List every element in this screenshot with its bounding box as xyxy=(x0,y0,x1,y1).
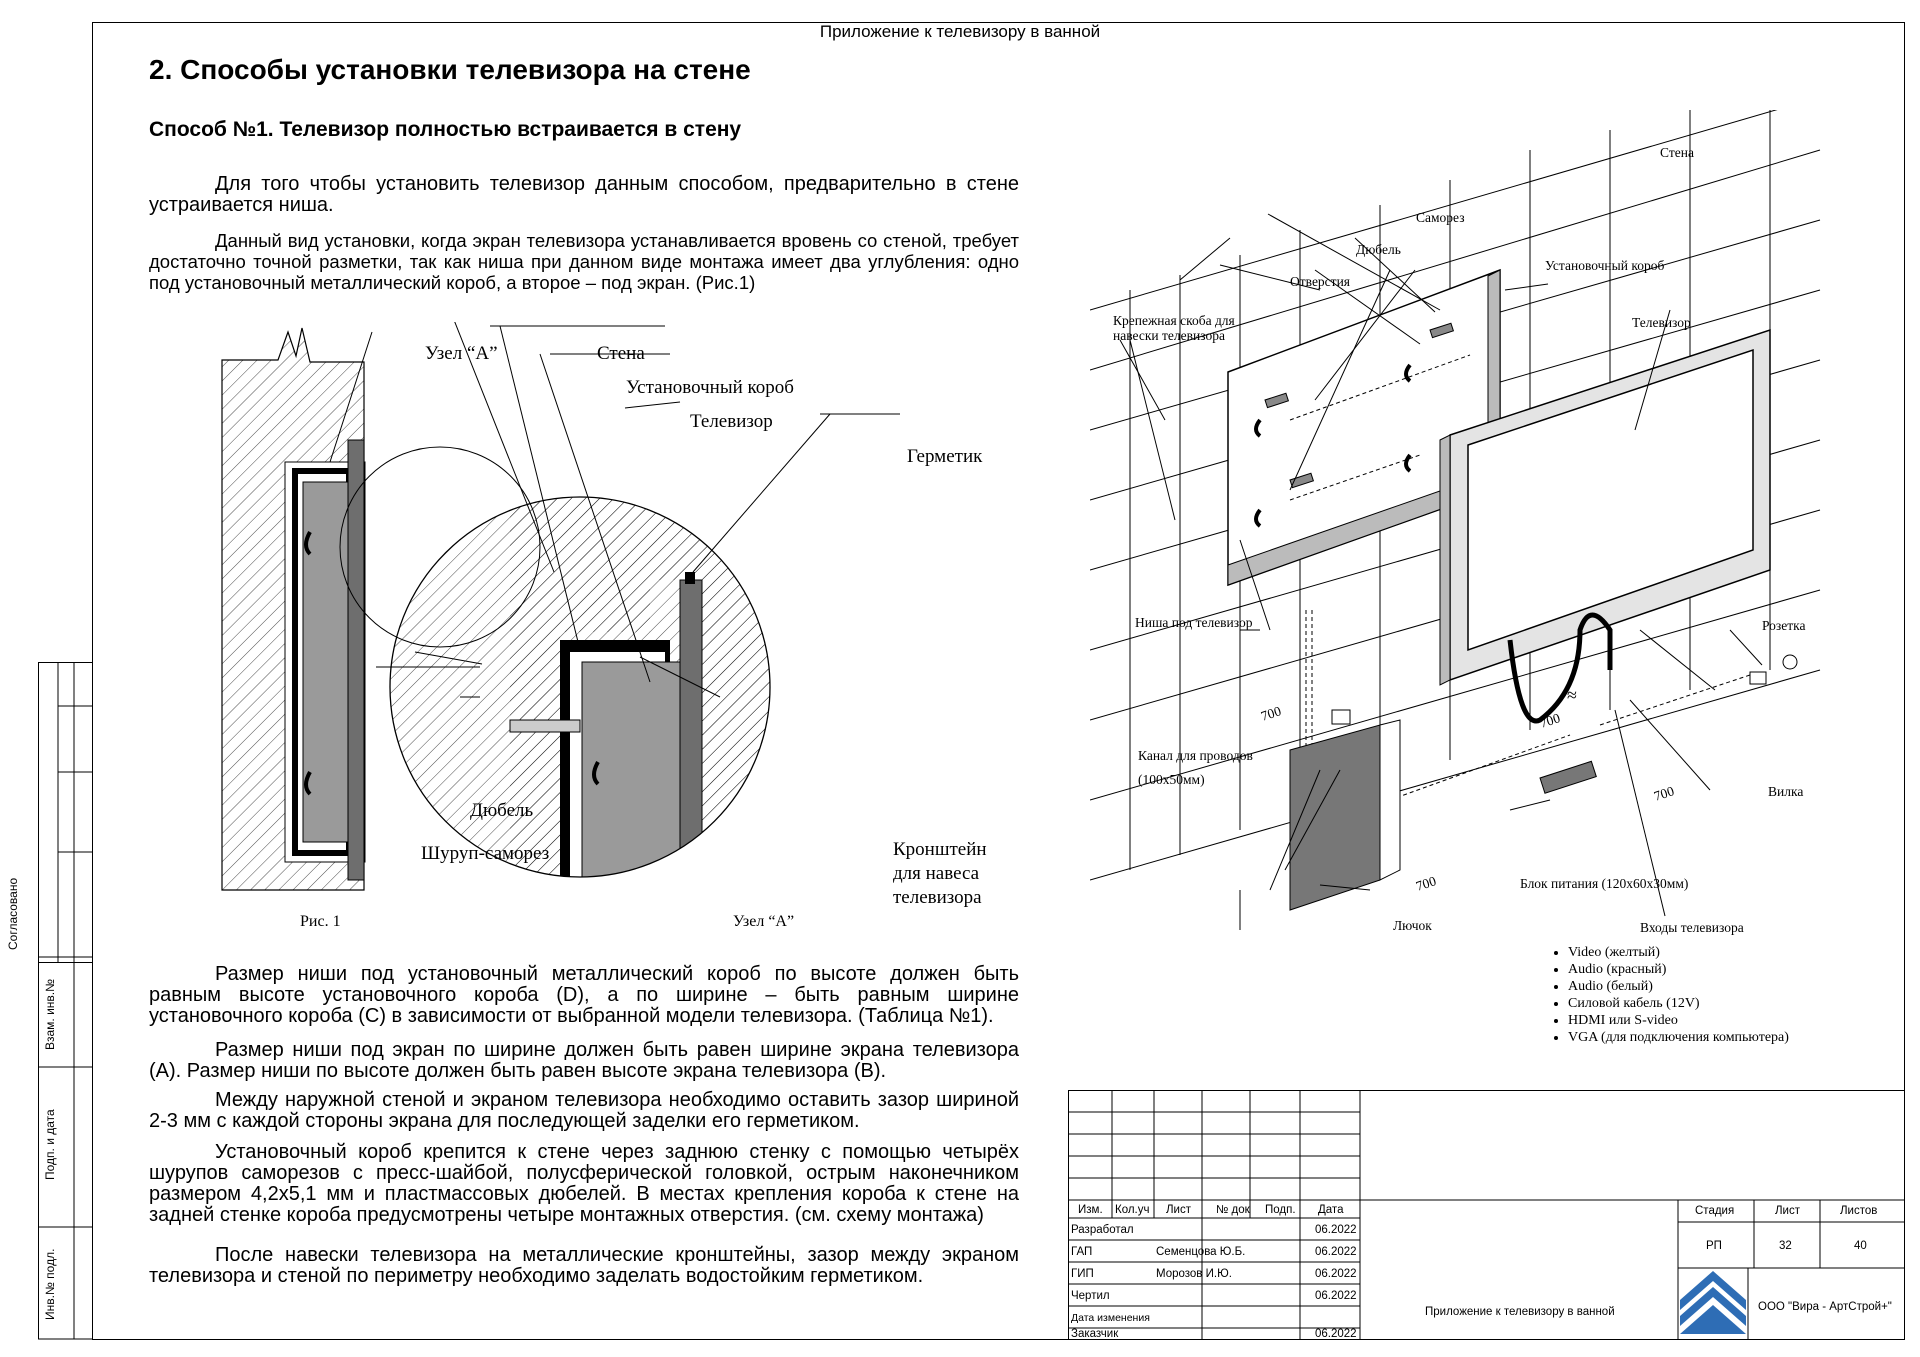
company-logo xyxy=(1678,1268,1748,1340)
inputs-list-item: Audio (красный) xyxy=(1568,961,1789,978)
paragraph-6: После навески телевизора на металлически… xyxy=(149,1244,1019,1287)
company-name: ООО "Вира - АртСтрой+" xyxy=(1758,1301,1892,1313)
label-socket: Розетка xyxy=(1762,618,1806,633)
inputs-list-item: VGA (для подключения компьютера) xyxy=(1568,1029,1789,1046)
label-install-box: Установочный короб xyxy=(1545,258,1665,273)
label-screw-2: Саморез xyxy=(1416,210,1465,225)
inputs-list-item: Audio (белый) xyxy=(1568,978,1789,995)
col-header: Лист xyxy=(1166,1204,1191,1216)
figure-1-section xyxy=(221,322,900,891)
label-hatch: Лючок xyxy=(1393,918,1432,933)
row-role: ГИП xyxy=(1071,1268,1094,1280)
paragraph-3: Размер ниши под экран по ширине должен б… xyxy=(149,1039,1019,1082)
col-header: Подп. xyxy=(1265,1204,1296,1216)
sheets-value: 40 xyxy=(1854,1240,1867,1252)
paragraph-1: Данный вид установки, когда экран телеви… xyxy=(149,230,1019,293)
title-block: Изм. Кол.уч Лист № док Подп. Дата Разраб… xyxy=(1068,1090,1905,1340)
method-title: Способ №1. Телевизор полностью встраивае… xyxy=(149,118,742,141)
section-heading: 2. Способы установки телевизора на стене xyxy=(149,54,751,85)
row-date: 06.2022 xyxy=(1315,1328,1357,1340)
row-role: Дата изменения xyxy=(1071,1312,1150,1324)
col-header: Дата xyxy=(1318,1204,1344,1216)
sheet-label: Лист xyxy=(1775,1205,1800,1217)
col-header: Кол.уч xyxy=(1115,1204,1150,1216)
label-psu: Блок питания (120х60х30мм) xyxy=(1520,876,1689,891)
label-node-a: Узел “А” xyxy=(425,343,498,364)
row-role: ГАП xyxy=(1071,1246,1093,1258)
col-header: № док xyxy=(1216,1204,1250,1216)
row-role: Чертил xyxy=(1071,1290,1110,1302)
caption-fig-1: Рис. 1 xyxy=(300,913,341,930)
row-date: 06.2022 xyxy=(1315,1246,1357,1258)
caption-node-a: Узел “А” xyxy=(733,913,795,930)
label-dowel-2: Дюбель xyxy=(1356,242,1401,257)
row-role: Разработал xyxy=(1071,1224,1134,1236)
doc-title: Приложение к телевизору в ванной xyxy=(1425,1306,1615,1318)
label-holes: Отверстия xyxy=(1290,274,1351,289)
stage-label: Стадия xyxy=(1695,1205,1735,1217)
inputs-list-item: Video (желтый) xyxy=(1568,944,1789,961)
sheet-value: 32 xyxy=(1779,1240,1792,1252)
row-name: Семенцова Ю.Б. xyxy=(1156,1246,1246,1258)
row-date: 06.2022 xyxy=(1315,1268,1357,1280)
figure-2-mounting-scheme xyxy=(1090,110,1821,930)
label-tv-2: Телевизор xyxy=(1632,315,1691,330)
stage-value: РП xyxy=(1706,1240,1722,1252)
stamp-sign-date: Подп. и дата xyxy=(43,1109,57,1180)
inputs-list: Video (желтый)Audio (красный)Audio (белы… xyxy=(1552,944,1789,1046)
inputs-list-item: Силовой кабель (12V) xyxy=(1568,995,1789,1012)
label-wall-2: Стена xyxy=(1660,145,1694,160)
side-stamp-grid xyxy=(38,662,93,1340)
col-header: Изм. xyxy=(1078,1204,1103,1216)
row-name: Морозов И.Ю. xyxy=(1156,1268,1232,1280)
intro-paragraph: Для того чтобы установить телевизор данн… xyxy=(149,173,1019,216)
label-tv-1: Телевизор xyxy=(690,411,773,432)
label-niche: Ниша под телевизор xyxy=(1135,615,1253,630)
dim-approx: ≈ xyxy=(1567,685,1577,705)
paragraph-5: Установочный короб крепится к стене чере… xyxy=(149,1141,1019,1226)
paragraph-2: Размер ниши под установочный металлическ… xyxy=(149,963,1019,1027)
label-screw-1: Шуруп-саморез xyxy=(421,843,550,864)
label-inputs: Входы телевизора xyxy=(1640,920,1744,935)
sheets-label: Листов xyxy=(1840,1205,1878,1217)
label-channel: Канал для проводов(100х50мм) xyxy=(1138,748,1253,787)
paragraph-4: Между наружной стеной и экраном телевизо… xyxy=(149,1089,1019,1132)
label-sealant: Герметик xyxy=(907,446,983,467)
stamp-inv-orig: Инв.№ подл. xyxy=(43,1248,57,1320)
stamp-inv-replace: Взам. инв.№ xyxy=(43,978,57,1050)
row-date: 06.2022 xyxy=(1315,1224,1357,1236)
label-plug: Вилка xyxy=(1768,784,1804,799)
row-role: Заказчик xyxy=(1071,1328,1119,1340)
inputs-list-item: HDMI или S-video xyxy=(1568,1012,1789,1029)
row-date: 06.2022 xyxy=(1315,1290,1357,1302)
label-dowel-1: Дюбель xyxy=(470,800,534,821)
label-box-1: Установочный короб xyxy=(626,377,794,398)
header-title: Приложение к телевизору в ванной xyxy=(819,22,1101,41)
stamp-agreed: Согласовано xyxy=(6,877,20,950)
label-wall-1: Стена xyxy=(597,343,645,364)
